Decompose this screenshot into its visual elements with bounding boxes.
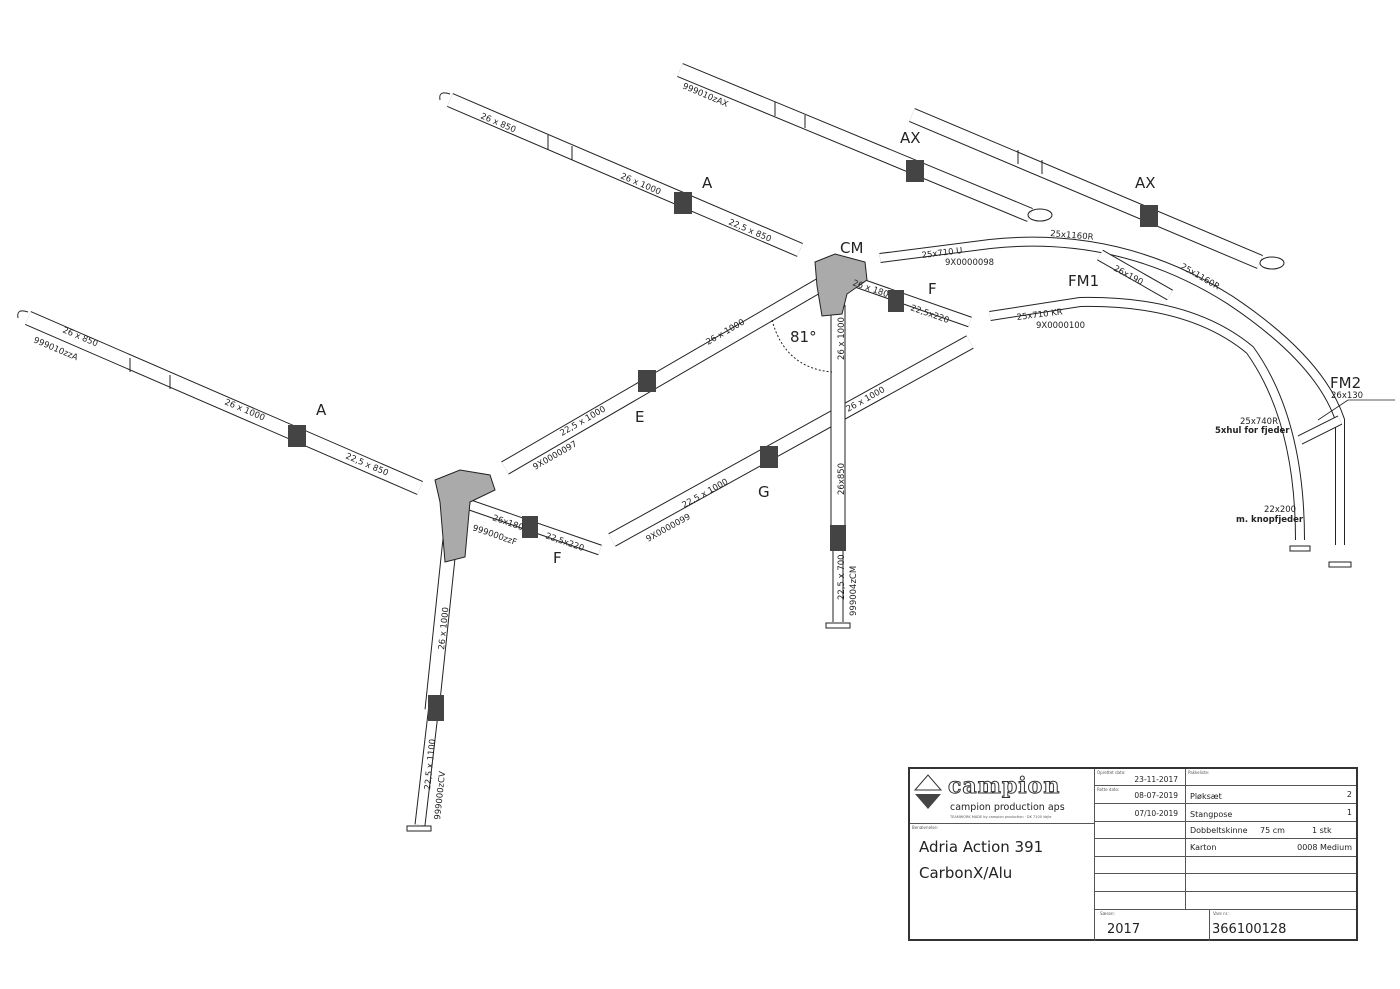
angle-arc — [771, 319, 833, 373]
revised-label: Rette dato: — [1097, 787, 1120, 792]
label-ax: AX — [900, 129, 921, 147]
packing-row: Pløksæt 2 — [1186, 786, 1356, 804]
joint-corner-left — [434, 469, 496, 563]
packing-item: Karton — [1190, 843, 1217, 852]
tube-e — [501, 278, 824, 475]
product-name: Adria Action 391 — [919, 838, 1044, 856]
campion-logo-icon — [913, 774, 943, 809]
tube-g — [608, 335, 974, 547]
tube-ax-1 — [677, 63, 1053, 222]
packing-label: Pakkeliste: — [1188, 770, 1210, 775]
packing-row: Stangpose 1 — [1186, 804, 1356, 822]
dim: 25x710 U — [921, 246, 963, 261]
tube-f-bottom — [468, 499, 602, 556]
dim: 26x850 — [837, 463, 847, 495]
label-e: E — [635, 408, 644, 426]
packing-item: Dobbeltskinne — [1190, 826, 1248, 835]
part-code: 999000zCV — [433, 771, 448, 821]
packing-qty: 1 — [1346, 808, 1352, 817]
note: 5xhul for fjeder — [1215, 426, 1290, 436]
packing-qty: 0008 Medium — [1297, 843, 1352, 852]
created-date: 23-11-2017 — [1134, 775, 1178, 784]
item-number-label: Vare nr.: — [1213, 911, 1230, 916]
leg-mid — [825, 305, 851, 629]
label-ax: AX — [1135, 174, 1156, 192]
packing-item: Pløksæt — [1190, 792, 1222, 801]
label-cm: CM — [840, 239, 863, 257]
product-material: CarbonX/Alu — [919, 864, 1013, 882]
season-cell: Sæson: 2017 — [1095, 909, 1210, 941]
part-code: 999004zCM — [849, 566, 859, 616]
note: m. knopfjeder — [1236, 515, 1304, 525]
clamp — [288, 425, 306, 447]
revised-date: 08-07-2019 — [1134, 791, 1178, 800]
part-code: 9X0000100 — [1036, 321, 1085, 331]
season-value: 2017 — [1107, 922, 1141, 937]
dim: 22,5 x 700 — [837, 554, 847, 600]
dim: 25x1160R — [1050, 229, 1094, 243]
tube-f-top — [848, 274, 972, 328]
logo-area: campion campion production aps TEAMWORK … — [910, 769, 1095, 824]
logo-text: campion — [947, 773, 1061, 800]
tube-a-mid — [439, 92, 803, 257]
label-g: G — [758, 483, 770, 501]
company-small: TEAMWORK MADE by campion production · DK… — [950, 815, 1052, 819]
tube-ax-2 — [909, 108, 1285, 270]
dim: 26 x 1000 — [837, 317, 847, 360]
designation-area: Benævnelse: Adria Action 391 CarbonX/Alu — [910, 824, 1095, 941]
part-code: 9X0000098 — [945, 258, 994, 268]
tube-a-left — [17, 310, 423, 495]
packing-qty: 2 — [1346, 790, 1352, 799]
dim: 22x200 — [1264, 505, 1296, 515]
dim: 26 x 1000 — [437, 607, 451, 651]
label-f: F — [553, 549, 562, 567]
label-f: F — [928, 280, 937, 298]
season-label: Sæson: — [1100, 911, 1115, 916]
packing-list: Pakkeliste: Pløksæt 2 Stangpose 1 Dobbelts… — [1186, 769, 1356, 909]
packing-qty: 1 stk — [1312, 826, 1332, 835]
title-block: campion campion production aps TEAMWORK … — [908, 767, 1358, 941]
joint-cm — [814, 253, 868, 317]
dim: 26x130 — [1331, 391, 1363, 401]
revised-date-2: 07/10-2019 — [1134, 809, 1178, 818]
designation-label: Benævnelse: — [912, 825, 939, 830]
front-frame-fm — [879, 236, 1395, 568]
created-label: Oprettet dato: — [1097, 770, 1126, 775]
packing-row: Karton 0008 Medium — [1186, 839, 1356, 857]
label-angle: 81° — [790, 328, 817, 346]
label-fm1: FM1 — [1068, 272, 1099, 290]
label-a: A — [702, 174, 713, 192]
packing-extra: 75 cm — [1260, 826, 1285, 835]
label-fm2: FM2 — [1330, 374, 1361, 392]
item-number-cell: Vare nr.: 366100128 — [1210, 909, 1356, 941]
item-number-value: 366100128 — [1212, 922, 1287, 937]
company-name: campion production aps — [950, 802, 1065, 813]
packing-row: Dobbeltskinne 75 cm 1 stk — [1186, 822, 1356, 839]
dates-column: Oprettet dato: 23-11-2017 Rette dato: 08-0… — [1095, 769, 1186, 909]
label-a: A — [316, 401, 327, 419]
dim: 22,5 x 1000 — [559, 404, 608, 438]
dim: 25x740R — [1240, 417, 1278, 427]
packing-item: Stangpose — [1190, 810, 1233, 819]
